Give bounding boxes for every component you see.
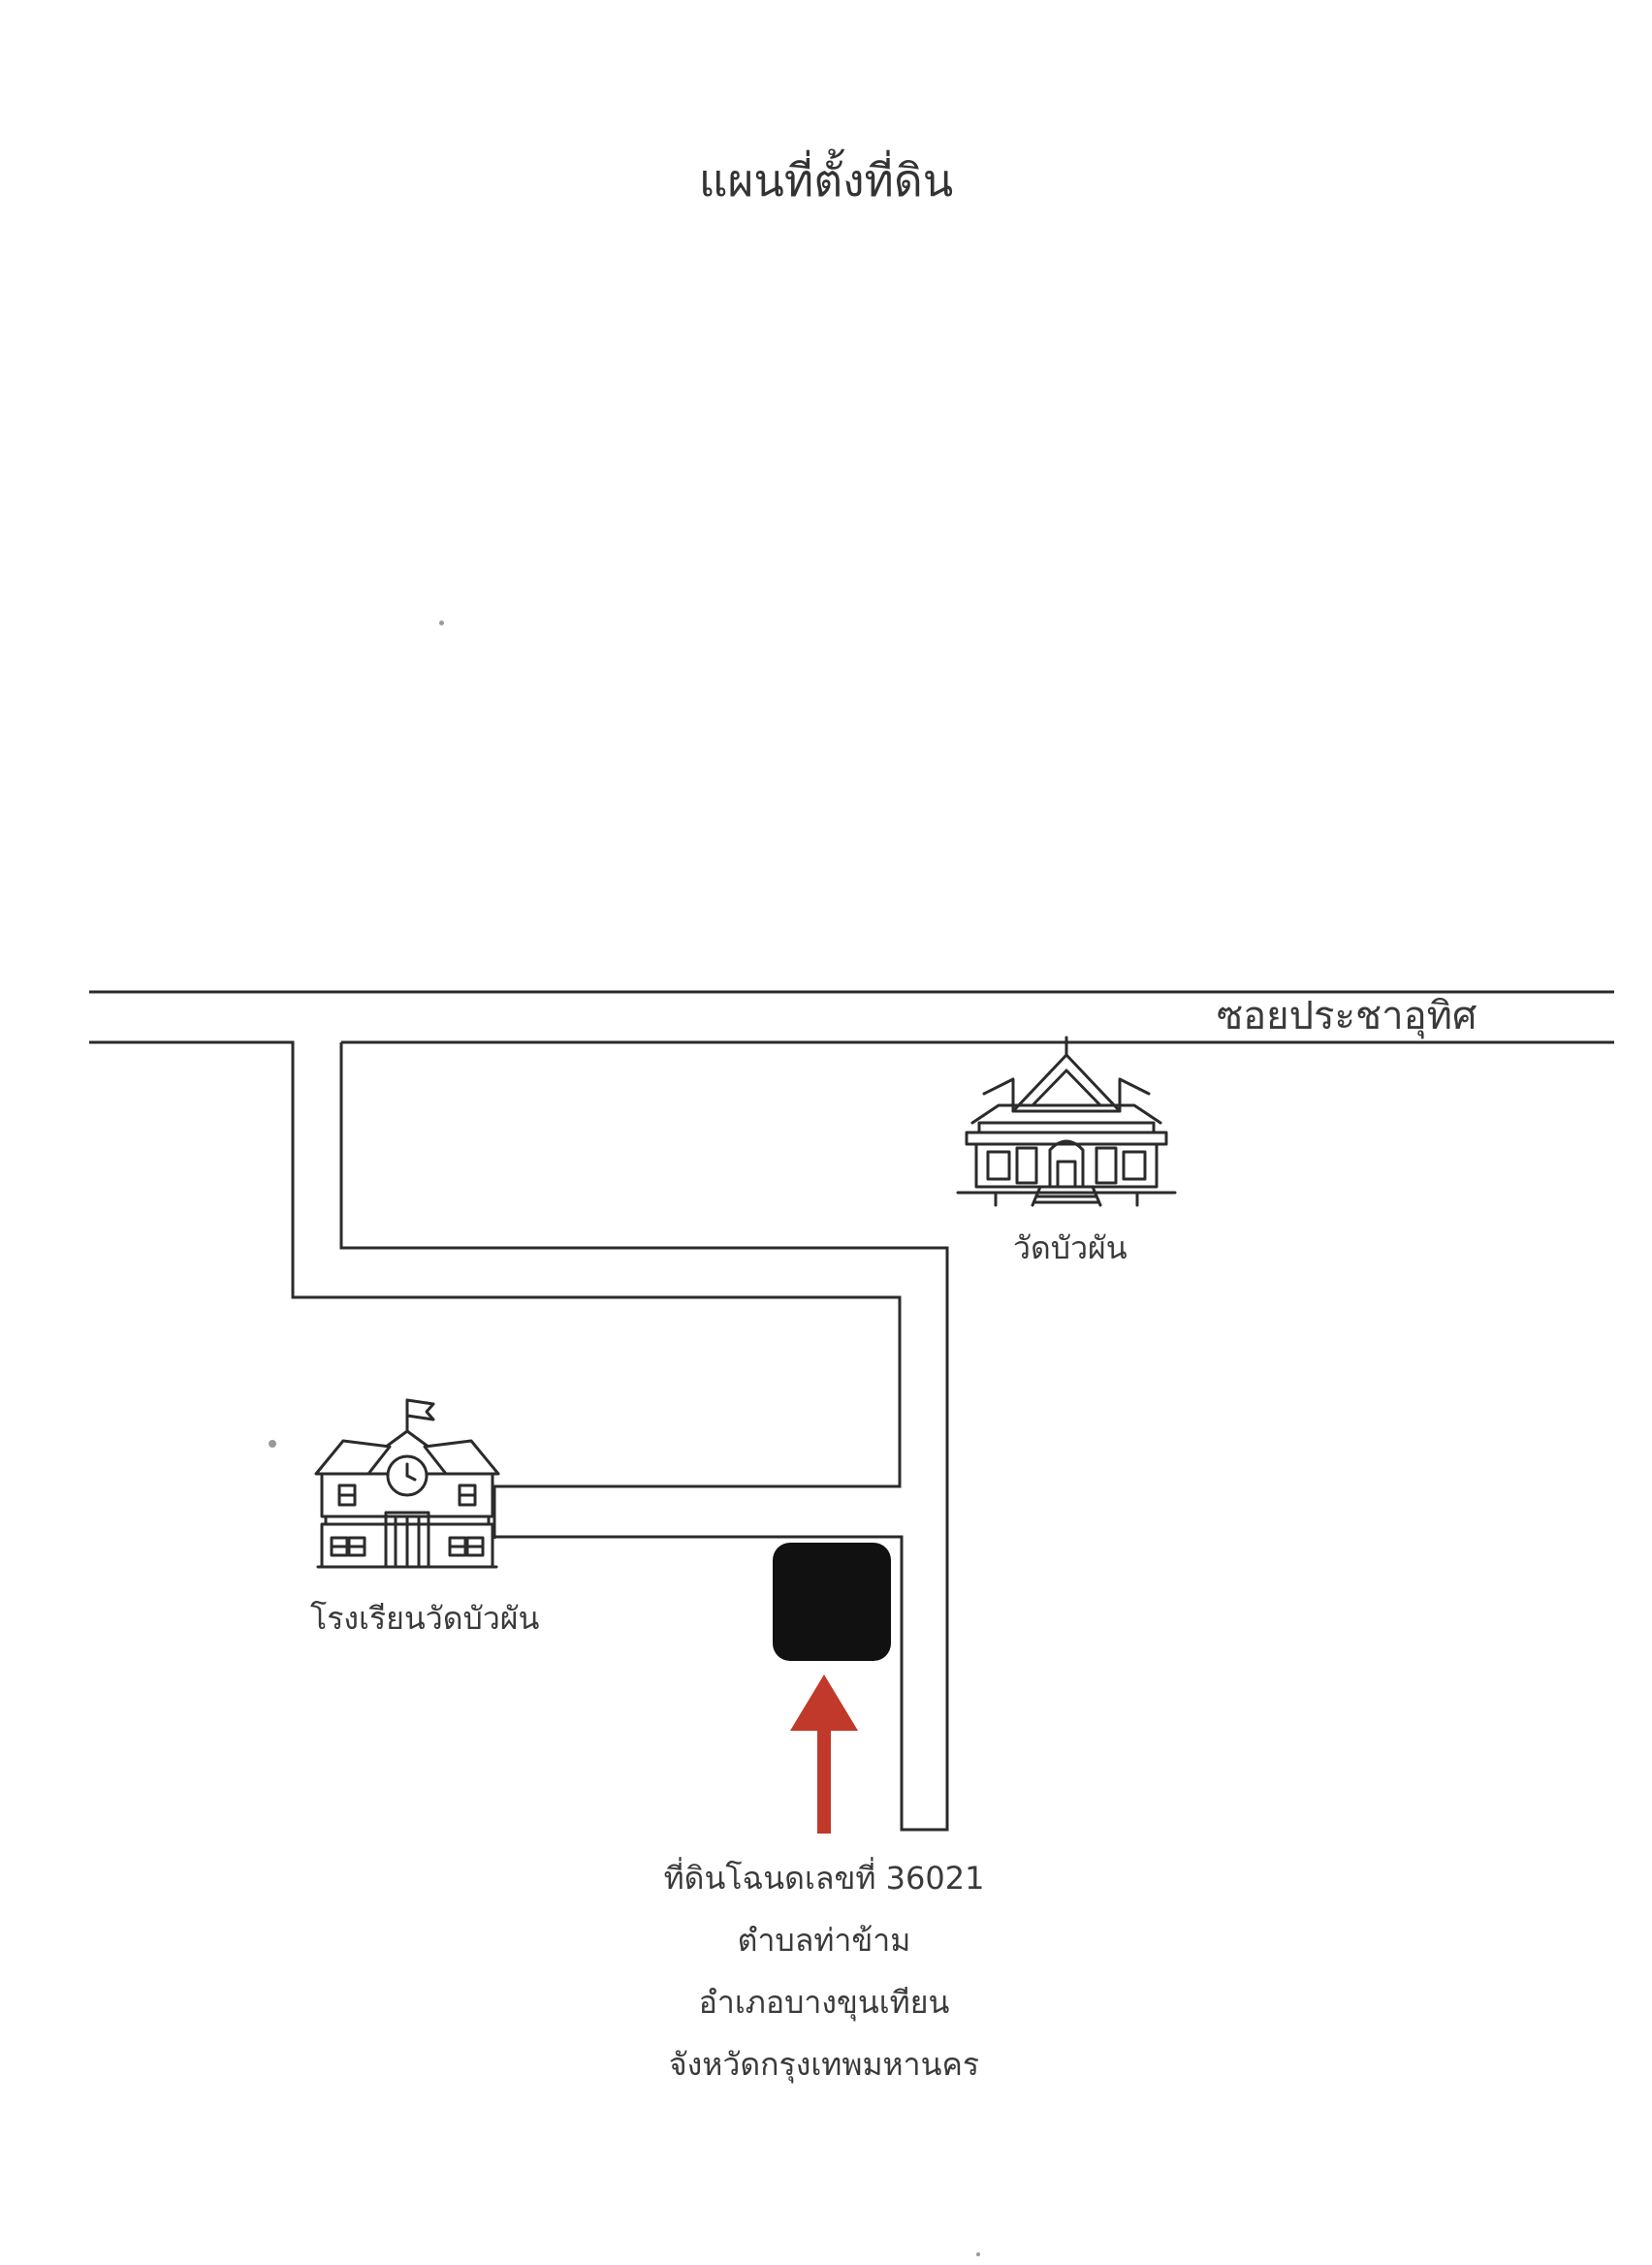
map-title: แผนที่ตั้งที่ดิน	[698, 154, 954, 207]
land-address: ที่ดินโฉนดเลขที่ 36021 ตำบลท่าข้าม อำเภอ…	[582, 1847, 1066, 2095]
land-plot-marker	[773, 1543, 891, 1661]
address-deed-number: ที่ดินโฉนดเลขที่ 36021	[663, 1860, 985, 1897]
temple-icon	[956, 1036, 1177, 1207]
road-name-label: ซอยประชาอุทิศ	[1217, 994, 1477, 1038]
address-subdistrict: ตำบลท่าข้าม	[737, 1922, 911, 1959]
address-province: จังหวัดกรุงเทพมหานคร	[668, 2046, 980, 2083]
scan-speck	[439, 621, 444, 625]
school-icon	[314, 1398, 500, 1569]
scan-speck	[976, 2252, 980, 2256]
main-road	[89, 990, 1614, 1832]
scan-speck	[269, 1440, 276, 1448]
temple-label: วัดบัวผัน	[1013, 1229, 1128, 1266]
address-district: อำเภอบางขุนเทียน	[698, 1984, 950, 2021]
location-arrow	[790, 1675, 858, 1834]
school-label: โรงเรียนวัดบัวผัน	[310, 1600, 540, 1637]
